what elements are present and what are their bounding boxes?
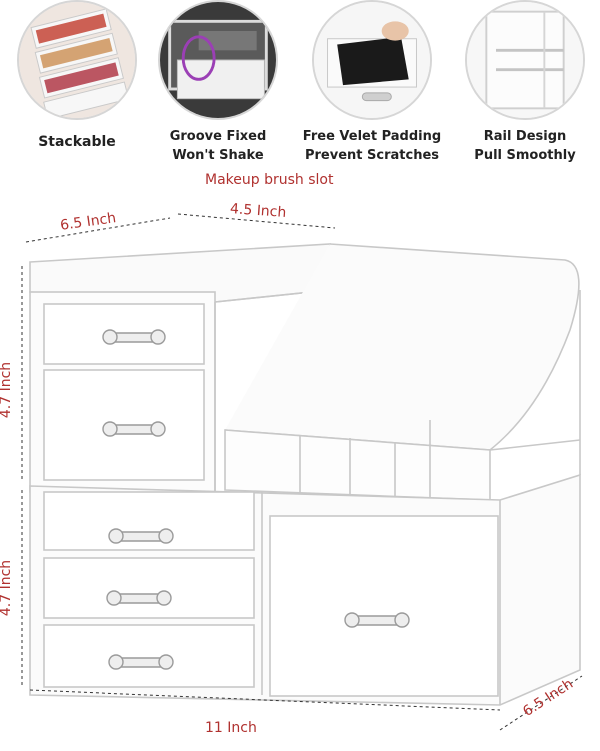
drawer-handle [108,528,174,544]
base-width-line [29,689,501,711]
drawer-handle [108,654,174,670]
drawer-handle [106,590,172,606]
rail-closeup-photo [465,0,585,120]
base-width-label: 11 Inch [205,720,257,736]
feature-label: Free Velet Padding Prevent Scratches [302,129,442,163]
brush-slot-label: Makeup brush slot [205,172,334,188]
groove-closeup-photo [158,0,278,120]
top-depth-line [25,217,171,243]
upper-height-label: 4.7 Inch [0,361,15,419]
lower-height-label: 4.7 Inch [0,559,15,617]
organizer-illustration [21,213,583,731]
feature-stackable: Stackable [2,0,152,170]
feature-label: Groove Fixed Won't Shake [169,129,267,163]
feature-groove: Groove Fixed Won't Shake [143,0,293,170]
stacked-organizer-photo [17,0,137,120]
top-width-line [177,213,336,229]
feature-velvet-padding: Free Velet Padding Prevent Scratches [297,0,447,170]
drawer-handle [344,612,410,628]
feature-rail-design: Rail Design Pull Smoothly [450,0,600,170]
drawer-handle [102,421,166,437]
velvet-padding-photo [312,0,432,120]
drawer-handle [102,329,166,345]
feature-label: Stackable [38,134,116,150]
base-depth-line [499,675,583,731]
feature-label: Rail Design Pull Smoothly [474,129,576,163]
